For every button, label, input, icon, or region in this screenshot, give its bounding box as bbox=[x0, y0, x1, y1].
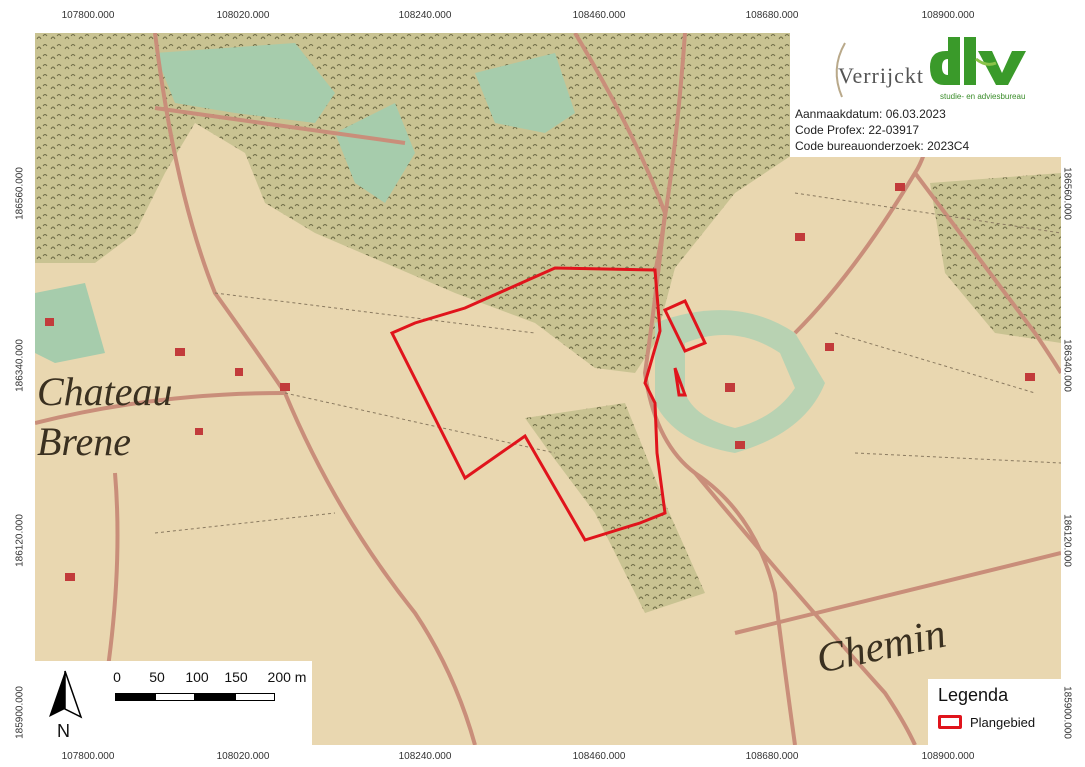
scale-label: 100 bbox=[185, 669, 209, 685]
road-6 bbox=[913, 171, 1061, 375]
meadow-3 bbox=[335, 103, 415, 203]
map-label-chateau: Chateau bbox=[37, 369, 173, 414]
building bbox=[735, 441, 745, 449]
field-boundaries bbox=[154, 192, 1061, 534]
road-2 bbox=[35, 391, 286, 425]
grid-x-label: 108680.000 bbox=[745, 751, 799, 762]
verrijckt-swoosh-icon bbox=[835, 42, 846, 98]
scale-segment bbox=[195, 693, 235, 701]
meadow-1 bbox=[155, 43, 335, 123]
scale-segment bbox=[115, 693, 155, 701]
grid-y-label: 186560.000 bbox=[14, 167, 26, 220]
road-3 bbox=[573, 33, 797, 745]
north-label: N bbox=[57, 721, 70, 741]
grid-x-label: 108020.000 bbox=[216, 751, 270, 762]
verrijckt-logo-text: Verrijckt bbox=[838, 63, 924, 88]
moat-inner bbox=[685, 335, 795, 428]
meadow-4 bbox=[35, 283, 105, 363]
plangebied-boundary[interactable] bbox=[389, 266, 708, 542]
building bbox=[1025, 373, 1035, 381]
profex-code: Code Profex: 22-03917 bbox=[795, 123, 920, 137]
grid-y-label: 185900.000 bbox=[1061, 686, 1073, 739]
dlv-logo: studie- en adviesbureau bbox=[926, 37, 1041, 103]
building bbox=[825, 343, 834, 351]
forest-south bbox=[525, 403, 705, 613]
grid-x-label: 108240.000 bbox=[398, 751, 452, 762]
creation-date: Aanmaakdatum: 06.03.2023 bbox=[795, 107, 946, 121]
scale-label: 50 bbox=[149, 669, 165, 685]
building bbox=[195, 428, 203, 435]
info-panel: Verrijckt studie- en adviesbureau Aanmaa… bbox=[790, 33, 1061, 157]
north-arrow-icon bbox=[49, 670, 83, 719]
road-4 bbox=[653, 33, 687, 274]
grid-x-label: 108460.000 bbox=[572, 751, 626, 762]
grid-x-label: 108680.000 bbox=[745, 10, 799, 21]
building bbox=[725, 383, 735, 392]
grid-x-label: 108900.000 bbox=[921, 751, 975, 762]
meadow-2 bbox=[475, 53, 575, 133]
plangebied-triangle bbox=[673, 367, 688, 397]
grid-y-label: 186560.000 bbox=[1061, 167, 1073, 220]
scale-bar bbox=[115, 693, 275, 703]
grid-x-label: 108460.000 bbox=[572, 10, 626, 21]
dlv-logo-subtitle: studie- en adviesbureau bbox=[940, 92, 1026, 101]
scale-label: 150 bbox=[224, 669, 248, 685]
building bbox=[45, 318, 54, 326]
scale-segment bbox=[235, 693, 275, 701]
legend-title: Legenda bbox=[938, 685, 1009, 705]
building bbox=[795, 233, 805, 241]
grid-y-label: 186340.000 bbox=[14, 339, 26, 392]
scale-segment bbox=[155, 693, 195, 701]
building bbox=[235, 368, 243, 376]
north-arrow: N bbox=[43, 669, 87, 743]
forest-north bbox=[185, 33, 795, 373]
grid-y-label: 186120.000 bbox=[1061, 514, 1073, 567]
building bbox=[65, 573, 75, 581]
grid-y-label: 186340.000 bbox=[1061, 339, 1073, 392]
grid-x-label: 108020.000 bbox=[216, 10, 270, 21]
scale-label: 200 m bbox=[267, 669, 307, 685]
legend-item-label: Plangebied bbox=[970, 715, 1036, 730]
grid-y-label: 185900.000 bbox=[14, 686, 26, 739]
dlv-logo-mark-icon bbox=[930, 37, 1026, 85]
plangebied-small-rect bbox=[662, 299, 708, 353]
building bbox=[280, 383, 290, 391]
forest-northwest bbox=[35, 33, 195, 263]
grid-y-label: 186120.000 bbox=[14, 514, 26, 567]
road-8 bbox=[734, 551, 1061, 635]
plangebied-main bbox=[389, 266, 667, 542]
scale-panel: N 0 50 100 150 200 m bbox=[35, 661, 312, 745]
buildings bbox=[45, 183, 1035, 581]
scale-label: 0 bbox=[113, 669, 121, 685]
road-7 bbox=[693, 471, 917, 745]
road-10 bbox=[154, 106, 406, 145]
building bbox=[895, 183, 905, 191]
bureau-code: Code bureauonderzoek: 2023C4 bbox=[795, 139, 970, 153]
legend-panel: Legenda Plangebied bbox=[928, 679, 1061, 745]
grid-x-label: 108900.000 bbox=[921, 10, 975, 21]
map-label-brene: Brene bbox=[37, 419, 131, 464]
verrijckt-logo: Verrijckt bbox=[820, 39, 930, 99]
grid-x-label: 108240.000 bbox=[398, 10, 452, 21]
grid-x-label: 107800.000 bbox=[61, 751, 115, 762]
forest-east bbox=[930, 173, 1061, 343]
plangebied-swatch bbox=[938, 715, 962, 729]
building bbox=[175, 348, 185, 356]
grid-x-label: 107800.000 bbox=[61, 10, 115, 21]
